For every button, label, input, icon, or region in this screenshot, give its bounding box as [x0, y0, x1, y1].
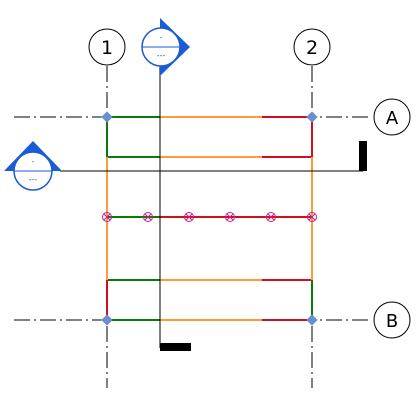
column-b2[interactable] [306, 314, 318, 326]
grid-bubble-2[interactable]: 2 [293, 28, 331, 66]
section-left-lower-text: --- [29, 175, 38, 184]
grid-label-1: 1 [101, 37, 113, 59]
section-tail-bottom[interactable] [160, 343, 191, 351]
point-marker[interactable] [225, 212, 235, 222]
point-marker[interactable] [184, 212, 194, 222]
point-marker[interactable] [307, 212, 317, 222]
column-a2[interactable] [306, 111, 318, 123]
grid-bubble-1[interactable]: 1 [88, 28, 126, 66]
point-marker[interactable] [266, 212, 276, 222]
grid-label-a: A [386, 108, 399, 129]
column-b1[interactable] [101, 314, 113, 326]
section-top-lower-text: --- [157, 51, 166, 60]
point-marker[interactable] [143, 212, 153, 222]
grid-label-b: B [386, 311, 398, 332]
section-tail-right[interactable] [359, 141, 367, 171]
grid-bubble-b[interactable]: B [373, 301, 411, 339]
grid-bubble-a[interactable]: A [373, 98, 411, 136]
point-marker[interactable] [102, 212, 112, 222]
section-left-upper-text: - [32, 157, 35, 166]
section-marker-top[interactable]: - --- [141, 18, 190, 76]
section-marker-left[interactable]: - --- [4, 141, 62, 191]
section-top-upper-text: - [160, 33, 163, 42]
column-a1[interactable] [101, 111, 113, 123]
grid-label-2: 2 [306, 37, 318, 59]
